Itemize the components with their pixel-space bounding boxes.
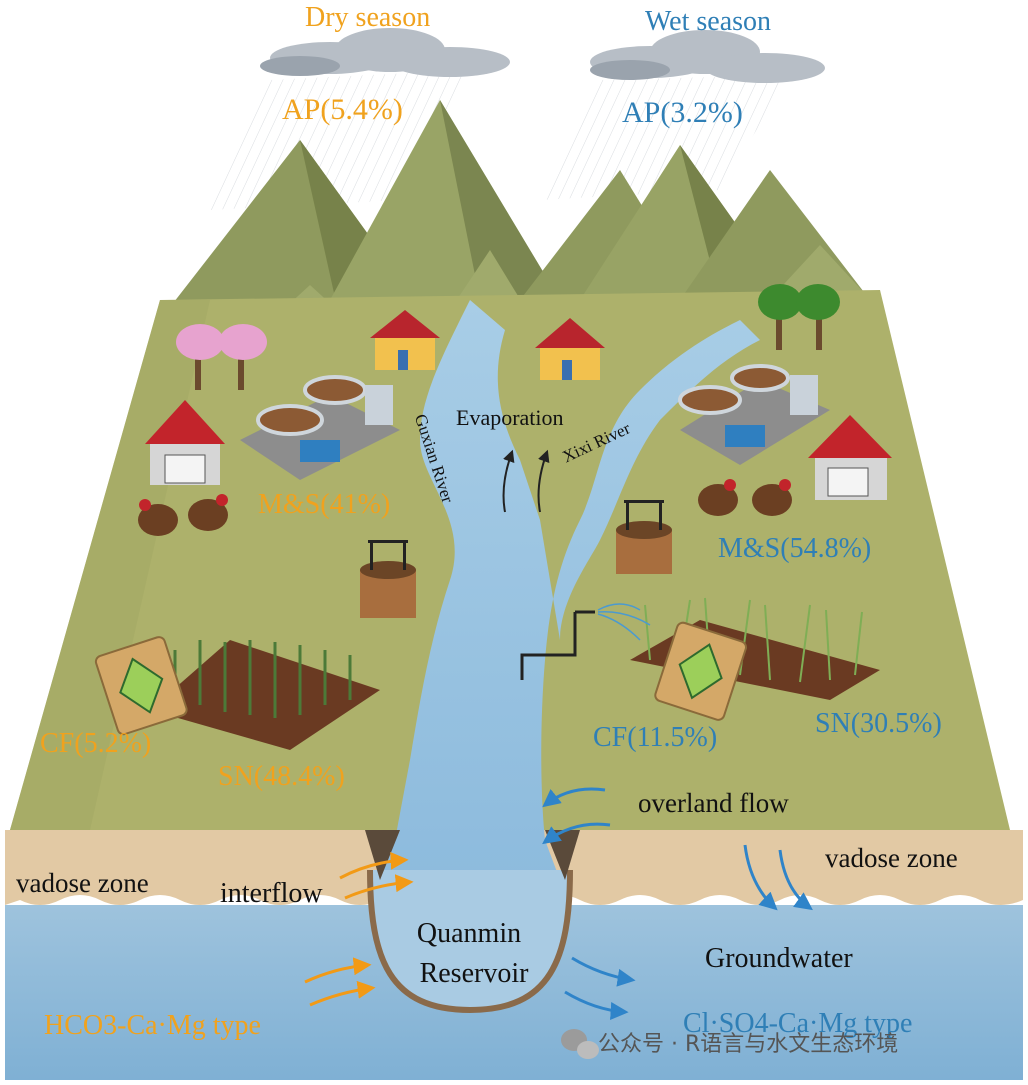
dry-sn-label: SN(48.4%) <box>218 761 345 792</box>
wechat-icon <box>561 1029 599 1059</box>
vadose-zone-left-label: vadose zone <box>16 868 149 898</box>
blossom-trees <box>176 324 267 390</box>
fertilizer-bag-right <box>654 621 747 721</box>
vadose-zone-right-label: vadose zone <box>825 843 958 873</box>
dry-season-title: Dry season <box>305 2 431 33</box>
dry-water-type-label: HCO3-Ca·Mg type <box>44 1010 261 1041</box>
irrigation-pipe <box>520 610 595 680</box>
barn-right <box>808 415 892 500</box>
interflow-label: interflow <box>220 878 323 909</box>
treatment-plant-left <box>240 375 400 480</box>
wet-ap-label: AP(3.2%) <box>622 96 743 129</box>
evaporation-label: Evaporation <box>456 405 564 430</box>
dry-ap-label: AP(5.4%) <box>282 93 403 126</box>
green-trees <box>758 284 840 350</box>
groundwater-label: Groundwater <box>705 943 853 974</box>
discharge-arrows <box>564 956 636 1021</box>
watermark-text: 公众号 · R语言与水文生态环境 <box>598 1032 899 1057</box>
reservoir-label-line2: Reservoir <box>419 958 529 989</box>
reservoir-basin <box>367 869 573 1014</box>
wet-water-type-label: Cl·SO4-Ca·Mg type <box>683 1008 913 1039</box>
evaporation-arrows <box>502 449 550 513</box>
dry-cf-label: CF(5.2%) <box>40 728 152 759</box>
dry-season-cloud <box>260 28 510 77</box>
treatment-plant-right <box>678 364 830 465</box>
chickens-left <box>138 494 228 536</box>
river <box>380 300 760 880</box>
wet-cf-label: CF(11.5%) <box>593 722 718 753</box>
wet-ms-label: M&S(54.8%) <box>718 533 872 564</box>
chickens-right <box>698 479 792 516</box>
barn-left <box>145 400 225 485</box>
dry-ms-label: M&S(41%) <box>258 489 391 520</box>
wet-season-title: Wet season <box>645 6 772 37</box>
sprinkler-spray <box>597 603 651 641</box>
overland-flow-label: overland flow <box>638 788 789 818</box>
well-right <box>616 500 672 574</box>
house-right <box>535 318 605 380</box>
infiltration-arrows <box>743 844 813 911</box>
wet-sn-label: SN(30.5%) <box>815 708 942 739</box>
fertilizer-bag-left <box>94 636 188 736</box>
interflow-arrows <box>304 851 414 1007</box>
reservoir-label-line1: Quanmin <box>416 918 522 949</box>
well-left <box>360 540 416 618</box>
house-left <box>370 310 440 370</box>
wet-season-cloud <box>590 30 825 83</box>
overland-flow-arrows <box>542 787 611 845</box>
wet-rain <box>540 75 790 200</box>
